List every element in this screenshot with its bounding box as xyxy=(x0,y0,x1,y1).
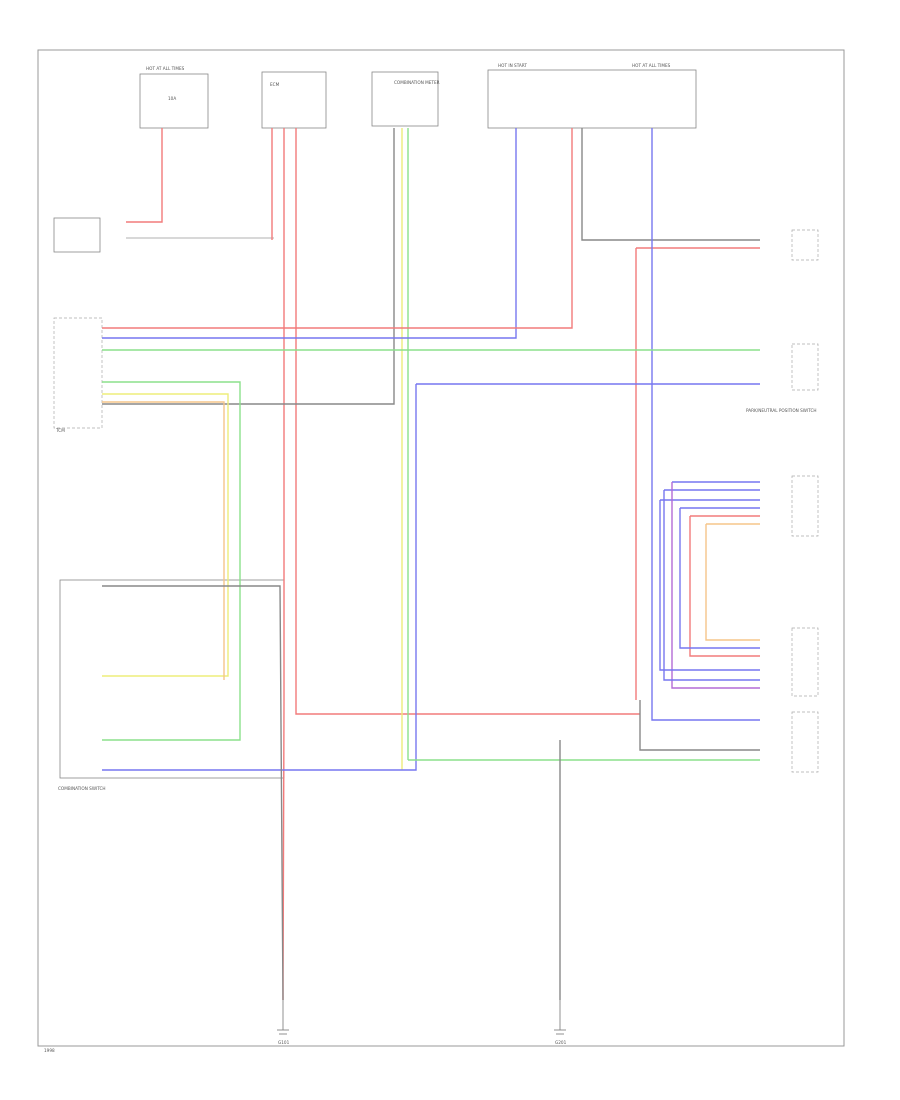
tcm-box: TCM xyxy=(53,317,103,433)
fuse-right-header: HOT AT ALL TIMES xyxy=(632,63,671,68)
red-wire xyxy=(126,128,163,223)
diagram-frame xyxy=(37,49,845,1047)
fuse-block-right: HOT IN START HOT AT ALL TIMES xyxy=(487,63,697,129)
gray-wire xyxy=(102,585,284,1001)
left-connector-small xyxy=(53,217,101,253)
blue-wire xyxy=(659,500,760,671)
orange-wire xyxy=(705,524,760,641)
fuse-left-rating: 10A xyxy=(168,96,176,101)
ground-left: G101 xyxy=(277,1000,290,1045)
combination-switch-box: COMBINATION SWITCH xyxy=(58,579,285,791)
park-neutral-switch-label: PARK/NEUTRAL POSITION SWITCH xyxy=(746,408,817,413)
tcm-label: TCM xyxy=(55,428,65,433)
yellow-wire xyxy=(102,393,229,677)
violet-wire xyxy=(671,482,760,689)
blue-wire xyxy=(679,508,760,649)
ground-left-label: G101 xyxy=(278,1040,290,1045)
gray-wire xyxy=(581,128,760,241)
blue-wire xyxy=(651,128,760,721)
blue-wire xyxy=(102,128,517,339)
ground-right-label: G201 xyxy=(555,1040,567,1045)
combination-switch-label: COMBINATION SWITCH xyxy=(58,786,106,791)
footer-code: 1998 xyxy=(44,1048,55,1053)
ecm-box: ECM xyxy=(261,71,327,129)
fuse-block-left: HOT AT ALL TIMES 10A xyxy=(139,66,209,129)
ecm-label: ECM xyxy=(270,82,280,87)
right-connector-blocks: PARK/NEUTRAL POSITION SWITCH xyxy=(746,229,819,773)
blue-wire xyxy=(102,384,417,771)
combination-meter-box: COMBINATION METER xyxy=(371,71,440,127)
combination-meter-label: COMBINATION METER xyxy=(394,80,440,85)
fuse-center-header: HOT IN START xyxy=(498,63,527,68)
ground-right: G201 xyxy=(554,1000,567,1045)
green-wire xyxy=(102,381,241,741)
red-wire xyxy=(102,128,573,329)
red-wire xyxy=(282,128,285,1001)
red-wire xyxy=(295,128,640,715)
wire-layer xyxy=(102,128,760,1001)
blue-wire xyxy=(663,490,760,681)
gray-wire xyxy=(102,128,395,405)
orange-wire xyxy=(102,401,225,680)
gray-wire xyxy=(639,700,760,751)
fuse-left-header: HOT AT ALL TIMES xyxy=(146,66,185,71)
red-wire xyxy=(689,516,760,657)
